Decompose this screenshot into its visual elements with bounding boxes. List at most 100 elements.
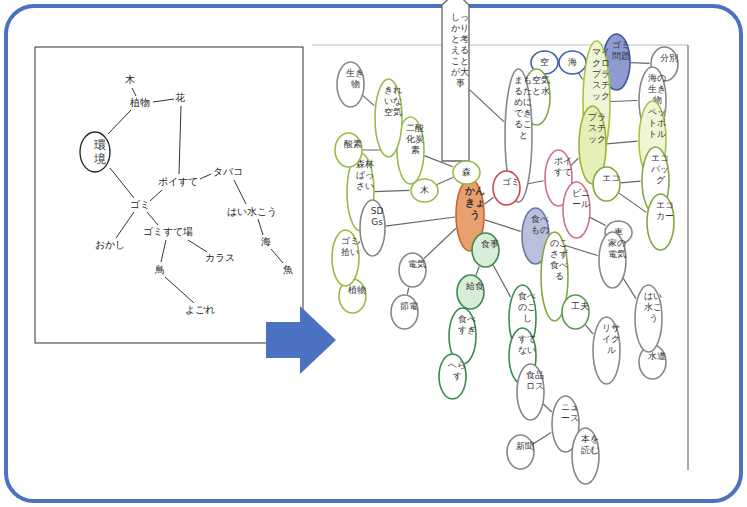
ellipse-outline — [593, 317, 620, 384]
mind-map-node: 給食 — [456, 274, 485, 310]
node-text: マイクロプラスチック — [592, 47, 611, 102]
mind-map-node: リサイクル — [592, 316, 621, 385]
node-text: 水道 — [648, 351, 666, 362]
node-text: ゴミ問題 — [612, 40, 631, 62]
node-text-block: SDGs — [369, 206, 386, 228]
right-panel-edge — [688, 45, 689, 470]
ellipse-outline — [507, 435, 534, 469]
ellipse-outline — [563, 182, 590, 238]
node-text-block: しっかりと考えることが大事 — [451, 12, 470, 89]
node-text: 木 — [420, 185, 429, 196]
ellipse-outline — [562, 295, 589, 329]
ellipse-outline — [391, 295, 418, 329]
node-text: 本を読む — [581, 434, 600, 456]
node-text: 電気 — [408, 259, 426, 270]
branch-line — [484, 197, 493, 204]
branch-line — [610, 100, 637, 102]
sketch-word: タバコ — [213, 166, 243, 178]
ellipse-shape — [456, 274, 485, 310]
node-text-block: 二酸化炭素 — [406, 123, 425, 156]
node-text: 酸素 — [344, 139, 362, 150]
node-text-block: エコカー — [656, 200, 675, 222]
branch-line — [407, 288, 408, 295]
ellipse-outline — [337, 62, 364, 107]
node-text: 生き物 — [346, 68, 365, 90]
node-text-block: 水道 — [648, 351, 666, 362]
ellipse-outline — [572, 428, 599, 484]
node-text: 食べもの — [531, 214, 550, 236]
ellipse-shape — [390, 294, 419, 330]
node-text-block: 生き物 — [346, 68, 365, 90]
node-text-block: へらす — [448, 360, 467, 382]
branch-line — [470, 90, 504, 122]
node-text-block: 分別 — [660, 53, 678, 64]
node-text-block: 節電 — [400, 301, 418, 312]
node-text-block: 環境 — [89, 138, 111, 166]
sketch-word: 魚 — [283, 264, 293, 276]
sketch-word: 海 — [261, 236, 271, 248]
node-text-block: 給食 — [466, 281, 484, 292]
ellipse-outline — [472, 233, 499, 267]
ellipse-shape — [506, 434, 535, 470]
branch-line — [620, 181, 640, 183]
branch-line — [585, 325, 593, 335]
sketch-word: よごれ — [185, 304, 215, 316]
sketch-word: ポイすて — [158, 176, 198, 188]
node-text-block: 森林ばっさい — [356, 159, 375, 192]
mind-map-node: 食品ロス — [516, 363, 545, 421]
node-text: 食事 — [481, 239, 499, 250]
ellipse-outline — [399, 253, 426, 287]
sketch-word: ゴミ — [130, 199, 150, 211]
node-text-block: ゴミ問題 — [612, 40, 631, 62]
node-text-block: 森 — [462, 167, 471, 178]
house-outline — [442, 0, 469, 161]
branch-line — [579, 73, 583, 79]
node-text-block: 木 — [420, 185, 429, 196]
ellipse-outline — [559, 51, 586, 74]
node-text: 新聞 — [516, 441, 534, 452]
node-text: 森 — [462, 167, 471, 178]
node-text: 食べのこし — [518, 291, 537, 324]
branch-line — [385, 217, 455, 226]
ellipse-outline — [439, 354, 466, 399]
sketch-word: 木 — [125, 74, 135, 86]
node-text-block: ポイすて — [554, 156, 573, 178]
node-text-block: リサイクル — [602, 323, 621, 356]
node-text: エコ — [602, 173, 620, 184]
node-text-block: 食品ロス — [526, 370, 545, 392]
node-text-block: 電気 — [408, 259, 426, 270]
sketch-word: はい水こう — [227, 206, 277, 218]
mind-map-node: 新聞 — [506, 434, 535, 470]
ellipse-outline — [453, 161, 480, 184]
node-text: 空気と水 — [532, 75, 551, 97]
node-text: 家の電気 — [608, 238, 627, 260]
left-panel — [35, 47, 303, 343]
branch-line — [437, 178, 453, 185]
node-text: プラスチック — [588, 112, 607, 145]
ellipse-shape — [334, 132, 363, 168]
node-text: のこさず食べる — [550, 238, 569, 282]
ellipse-outline — [375, 79, 402, 157]
node-text: 食品ロス — [526, 370, 545, 392]
branch-line — [590, 217, 606, 225]
node-text-block: ニュース — [561, 402, 580, 424]
node-text-block: 食べもの — [531, 214, 550, 236]
sketch-word: カラス — [205, 252, 235, 264]
node-text: ビニール — [572, 188, 591, 210]
ellipse-shape — [592, 166, 621, 202]
node-text-block: ビニール — [572, 188, 591, 210]
node-text-block: エコバッグ — [651, 153, 670, 186]
ellipse-outline — [80, 132, 110, 172]
mind-map-node: 環境 — [79, 131, 111, 173]
branch-line — [476, 266, 479, 275]
node-text: 空 — [540, 57, 549, 68]
ellipse-outline — [635, 285, 662, 352]
node-text-block: エコ — [602, 173, 620, 184]
node-text-block: 酸素 — [344, 139, 362, 150]
node-text-block: 空気と水 — [532, 75, 551, 97]
node-text: 節電 — [400, 301, 418, 312]
node-text-block: きれいな空気 — [384, 85, 403, 118]
node-text: SDGs — [369, 206, 386, 228]
mind-map-node: エコカー — [646, 193, 675, 251]
